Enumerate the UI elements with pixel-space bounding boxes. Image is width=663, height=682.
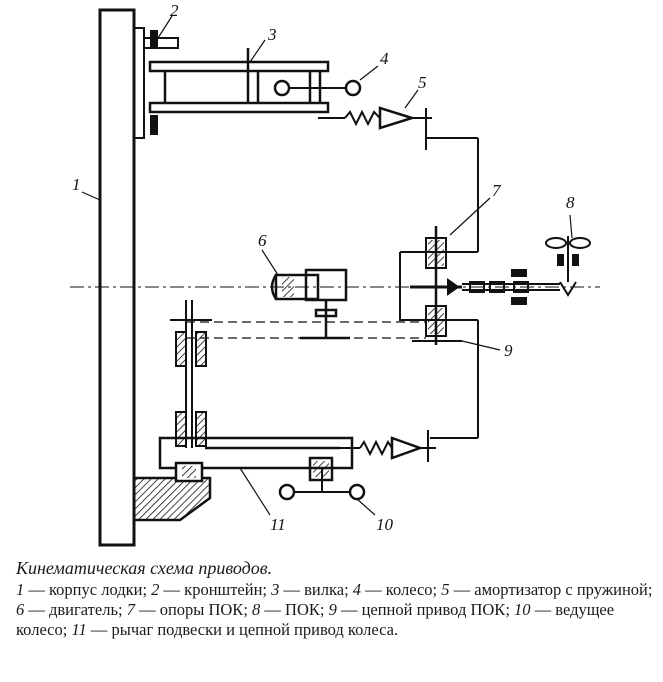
caption-legend: 1 — корпус лодки; 2 — кронштейн; 3 — вил… bbox=[16, 580, 656, 640]
label-3: 3 bbox=[267, 25, 277, 44]
legend-number: 7 bbox=[126, 600, 135, 619]
label-7: 7 bbox=[492, 181, 502, 200]
legend-text: — рычаг подвески и цепной привод колеса. bbox=[86, 620, 399, 639]
legend-number: 4 bbox=[352, 580, 362, 599]
boat-hull bbox=[98, 8, 136, 547]
suspension-lever bbox=[132, 436, 354, 522]
fork bbox=[148, 48, 330, 114]
engine bbox=[270, 268, 350, 340]
legend-text: — корпус лодки; bbox=[24, 580, 152, 599]
legend-number: 5 bbox=[441, 580, 450, 599]
propeller bbox=[545, 236, 591, 297]
label-8: 8 bbox=[566, 193, 575, 212]
pok-shaft bbox=[447, 269, 560, 305]
legend-text: — кронштейн; bbox=[159, 580, 272, 599]
lever-chain-sprockets bbox=[170, 300, 212, 448]
shock-absorber-bottom bbox=[340, 430, 436, 462]
caption-title: Кинематическая схема приводов. bbox=[16, 558, 273, 578]
shock-absorber-top bbox=[318, 106, 432, 150]
label-4: 4 bbox=[380, 49, 389, 68]
frame-lines bbox=[426, 137, 479, 439]
pok-supports bbox=[399, 226, 478, 345]
legend-number: 3 bbox=[271, 580, 280, 599]
legend-text: — опоры ПОК; bbox=[134, 600, 253, 619]
bracket bbox=[133, 27, 179, 139]
chain-lines bbox=[186, 321, 426, 339]
legend-number: 9 bbox=[328, 600, 337, 619]
legend-text: — двигатель; bbox=[24, 600, 127, 619]
label-11: 11 bbox=[270, 515, 286, 534]
label-10: 10 bbox=[376, 515, 394, 534]
legend-text: — ПОК; bbox=[260, 600, 329, 619]
legend-number: 11 bbox=[71, 620, 87, 639]
legend-number: 10 bbox=[514, 600, 531, 619]
wheel bbox=[273, 79, 362, 97]
label-1: 1 bbox=[72, 175, 81, 194]
legend-text: — ведущее колесо; bbox=[16, 600, 615, 639]
legend-number: 8 bbox=[252, 600, 261, 619]
kinematic-diagram: 1 2 3 4 5 6 7 8 9 10 11 bbox=[70, 1, 600, 547]
legend-text: — цепной привод ПОК; bbox=[336, 600, 515, 619]
legend-text: — амортизатор с пружиной; bbox=[449, 580, 653, 599]
drive-wheel bbox=[278, 468, 366, 501]
figure-caption: Кинематическая схема приводов. 1 — корпу… bbox=[16, 558, 656, 640]
label-2: 2 bbox=[170, 1, 179, 20]
label-5: 5 bbox=[418, 73, 427, 92]
leader-lines bbox=[81, 15, 573, 516]
label-6: 6 bbox=[258, 231, 267, 250]
legend-number: 1 bbox=[16, 580, 25, 599]
legend-text: — вилка; bbox=[279, 580, 353, 599]
legend-number: 6 bbox=[16, 600, 25, 619]
legend-number: 2 bbox=[151, 580, 160, 599]
legend-text: — колесо; bbox=[361, 580, 442, 599]
label-9: 9 bbox=[504, 341, 513, 360]
